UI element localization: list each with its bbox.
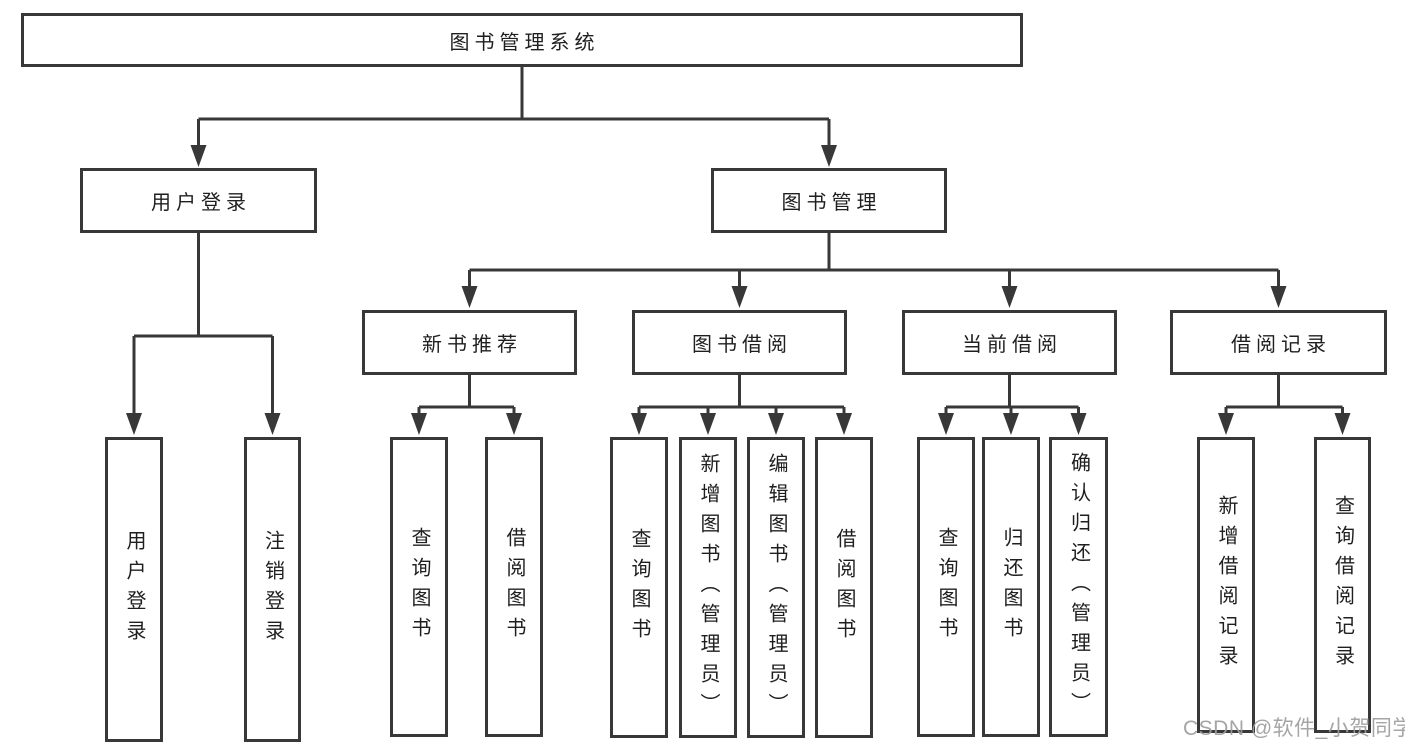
arrowhead-icon [731, 286, 748, 308]
arrowhead-icon [411, 413, 427, 435]
node-root-system-label: 图书管理系统 [449, 31, 600, 54]
leaf-query-books-2: 查询图书 [610, 437, 668, 738]
arrowhead-icon [631, 413, 647, 435]
leaf-borrow-books-1: 借阅图书 [485, 437, 543, 737]
node-current-borrowing: 当前借阅 [902, 310, 1117, 375]
arrowhead-icon [1001, 286, 1018, 308]
connector-borrow-records-to-children [1224, 375, 1344, 417]
leaf-edit-books-admin-label: 编辑图书（管理员） [765, 452, 787, 723]
node-book-management: 图书管理 [711, 168, 947, 233]
node-borrowing-records-label: 借阅记录 [1231, 334, 1331, 356]
arrowhead-icon [461, 286, 478, 308]
node-root-system: 图书管理系统 [21, 13, 1023, 67]
node-book-borrowing-label: 图书借阅 [692, 334, 792, 356]
arrowhead-icon [1334, 413, 1351, 435]
leaf-confirm-return-admin: 确认归还（管理员） [1049, 437, 1108, 737]
arrowhead-icon [1070, 413, 1087, 435]
node-current-borrowing-label: 当前借阅 [962, 334, 1062, 356]
connector-book-borrow-to-children [637, 375, 846, 417]
connector-book-mgmt-to-level3 [468, 233, 1280, 290]
node-book-management-label: 图书管理 [781, 192, 882, 214]
leaf-edit-books-admin: 编辑图书（管理员） [747, 437, 805, 738]
leaf-confirm-return-admin-label: 确认归还（管理员） [1067, 452, 1090, 722]
leaf-query-borrow-record-label: 查询借阅记录 [1331, 495, 1354, 675]
arrowhead-icon [264, 413, 281, 435]
arrowhead-icon [1003, 413, 1019, 435]
arrowhead-icon [768, 413, 784, 435]
leaf-query-borrow-record: 查询借阅记录 [1314, 437, 1371, 733]
csdn-watermark: CSDN @软件_小贺同学 [1183, 717, 1405, 740]
arrowhead-icon [938, 413, 954, 435]
arrowhead-icon [1270, 286, 1287, 308]
leaf-borrow-books-1-label: 借阅图书 [503, 527, 525, 647]
leaf-logout-label: 注销登录 [261, 529, 284, 650]
leaf-borrow-books-2-label: 借阅图书 [833, 527, 855, 648]
node-user-login-label: 用户登录 [151, 192, 251, 214]
connector-current-borrow-to-children [944, 375, 1080, 417]
arrowhead-icon [1218, 413, 1234, 435]
leaf-add-books-admin-label: 新增图书（管理员） [697, 452, 719, 723]
leaf-return-books: 归还图书 [982, 437, 1040, 737]
leaf-add-borrow-record: 新增借阅记录 [1197, 437, 1255, 733]
node-borrowing-records: 借阅记录 [1170, 310, 1387, 375]
leaf-logout: 注销登录 [244, 437, 301, 742]
node-new-book-recommend-label: 新书推荐 [422, 334, 522, 356]
node-user-login: 用户登录 [80, 168, 317, 233]
leaf-user-login-label: 用户登录 [123, 529, 145, 650]
leaf-borrow-books-2: 借阅图书 [815, 437, 873, 738]
arrowhead-icon [700, 413, 716, 435]
leaf-query-books-1-label: 查询图书 [408, 527, 430, 647]
arrowhead-icon [836, 413, 852, 435]
leaf-add-borrow-record-label: 新增借阅记录 [1215, 495, 1237, 675]
node-new-book-recommend: 新书推荐 [362, 310, 577, 375]
arrowhead-icon [126, 413, 142, 435]
node-book-borrowing: 图书借阅 [632, 310, 847, 375]
leaf-query-books-3-label: 查询图书 [935, 527, 957, 647]
leaf-user-login: 用户登录 [105, 437, 163, 742]
arrowhead-icon [506, 413, 522, 435]
connector-user-login-to-children [132, 233, 274, 417]
leaf-add-books-admin: 新增图书（管理员） [679, 437, 737, 738]
leaf-query-books-3: 查询图书 [917, 437, 975, 737]
leaf-query-books-2-label: 查询图书 [628, 527, 650, 648]
leaf-return-books-label: 归还图书 [1000, 527, 1022, 647]
connector-new-books-to-children [417, 375, 516, 417]
arrowhead-icon [821, 145, 837, 167]
leaf-query-books-1: 查询图书 [390, 437, 448, 737]
arrowhead-icon [190, 145, 207, 167]
connector-root-to-level2 [197, 67, 831, 148]
